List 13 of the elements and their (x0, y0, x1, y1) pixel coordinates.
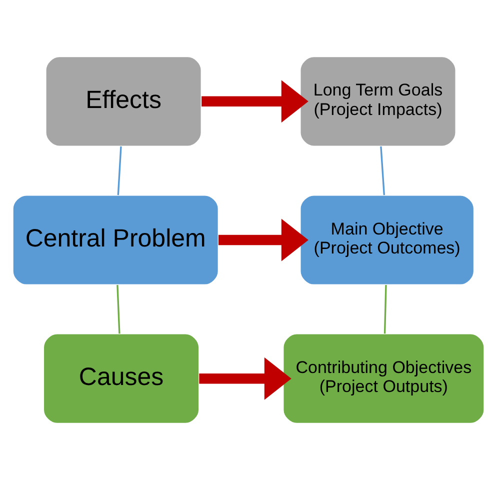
node-box: Main Objective (Project Outcomes) (300, 194, 475, 286)
node-box: Contributing Objectives (Project Outputs) (282, 333, 485, 424)
connector (117, 146, 122, 196)
node-box: Causes (42, 333, 200, 424)
arrow (218, 218, 308, 262)
node-box: Long Term Goals (Project Impacts) (300, 56, 456, 147)
connector (116, 284, 120, 334)
connector (384, 285, 387, 334)
node-box: Central Problem (12, 194, 219, 286)
connector (380, 146, 386, 196)
arrow (202, 80, 308, 123)
arrow (199, 357, 292, 400)
node-box: Effects (45, 56, 202, 147)
